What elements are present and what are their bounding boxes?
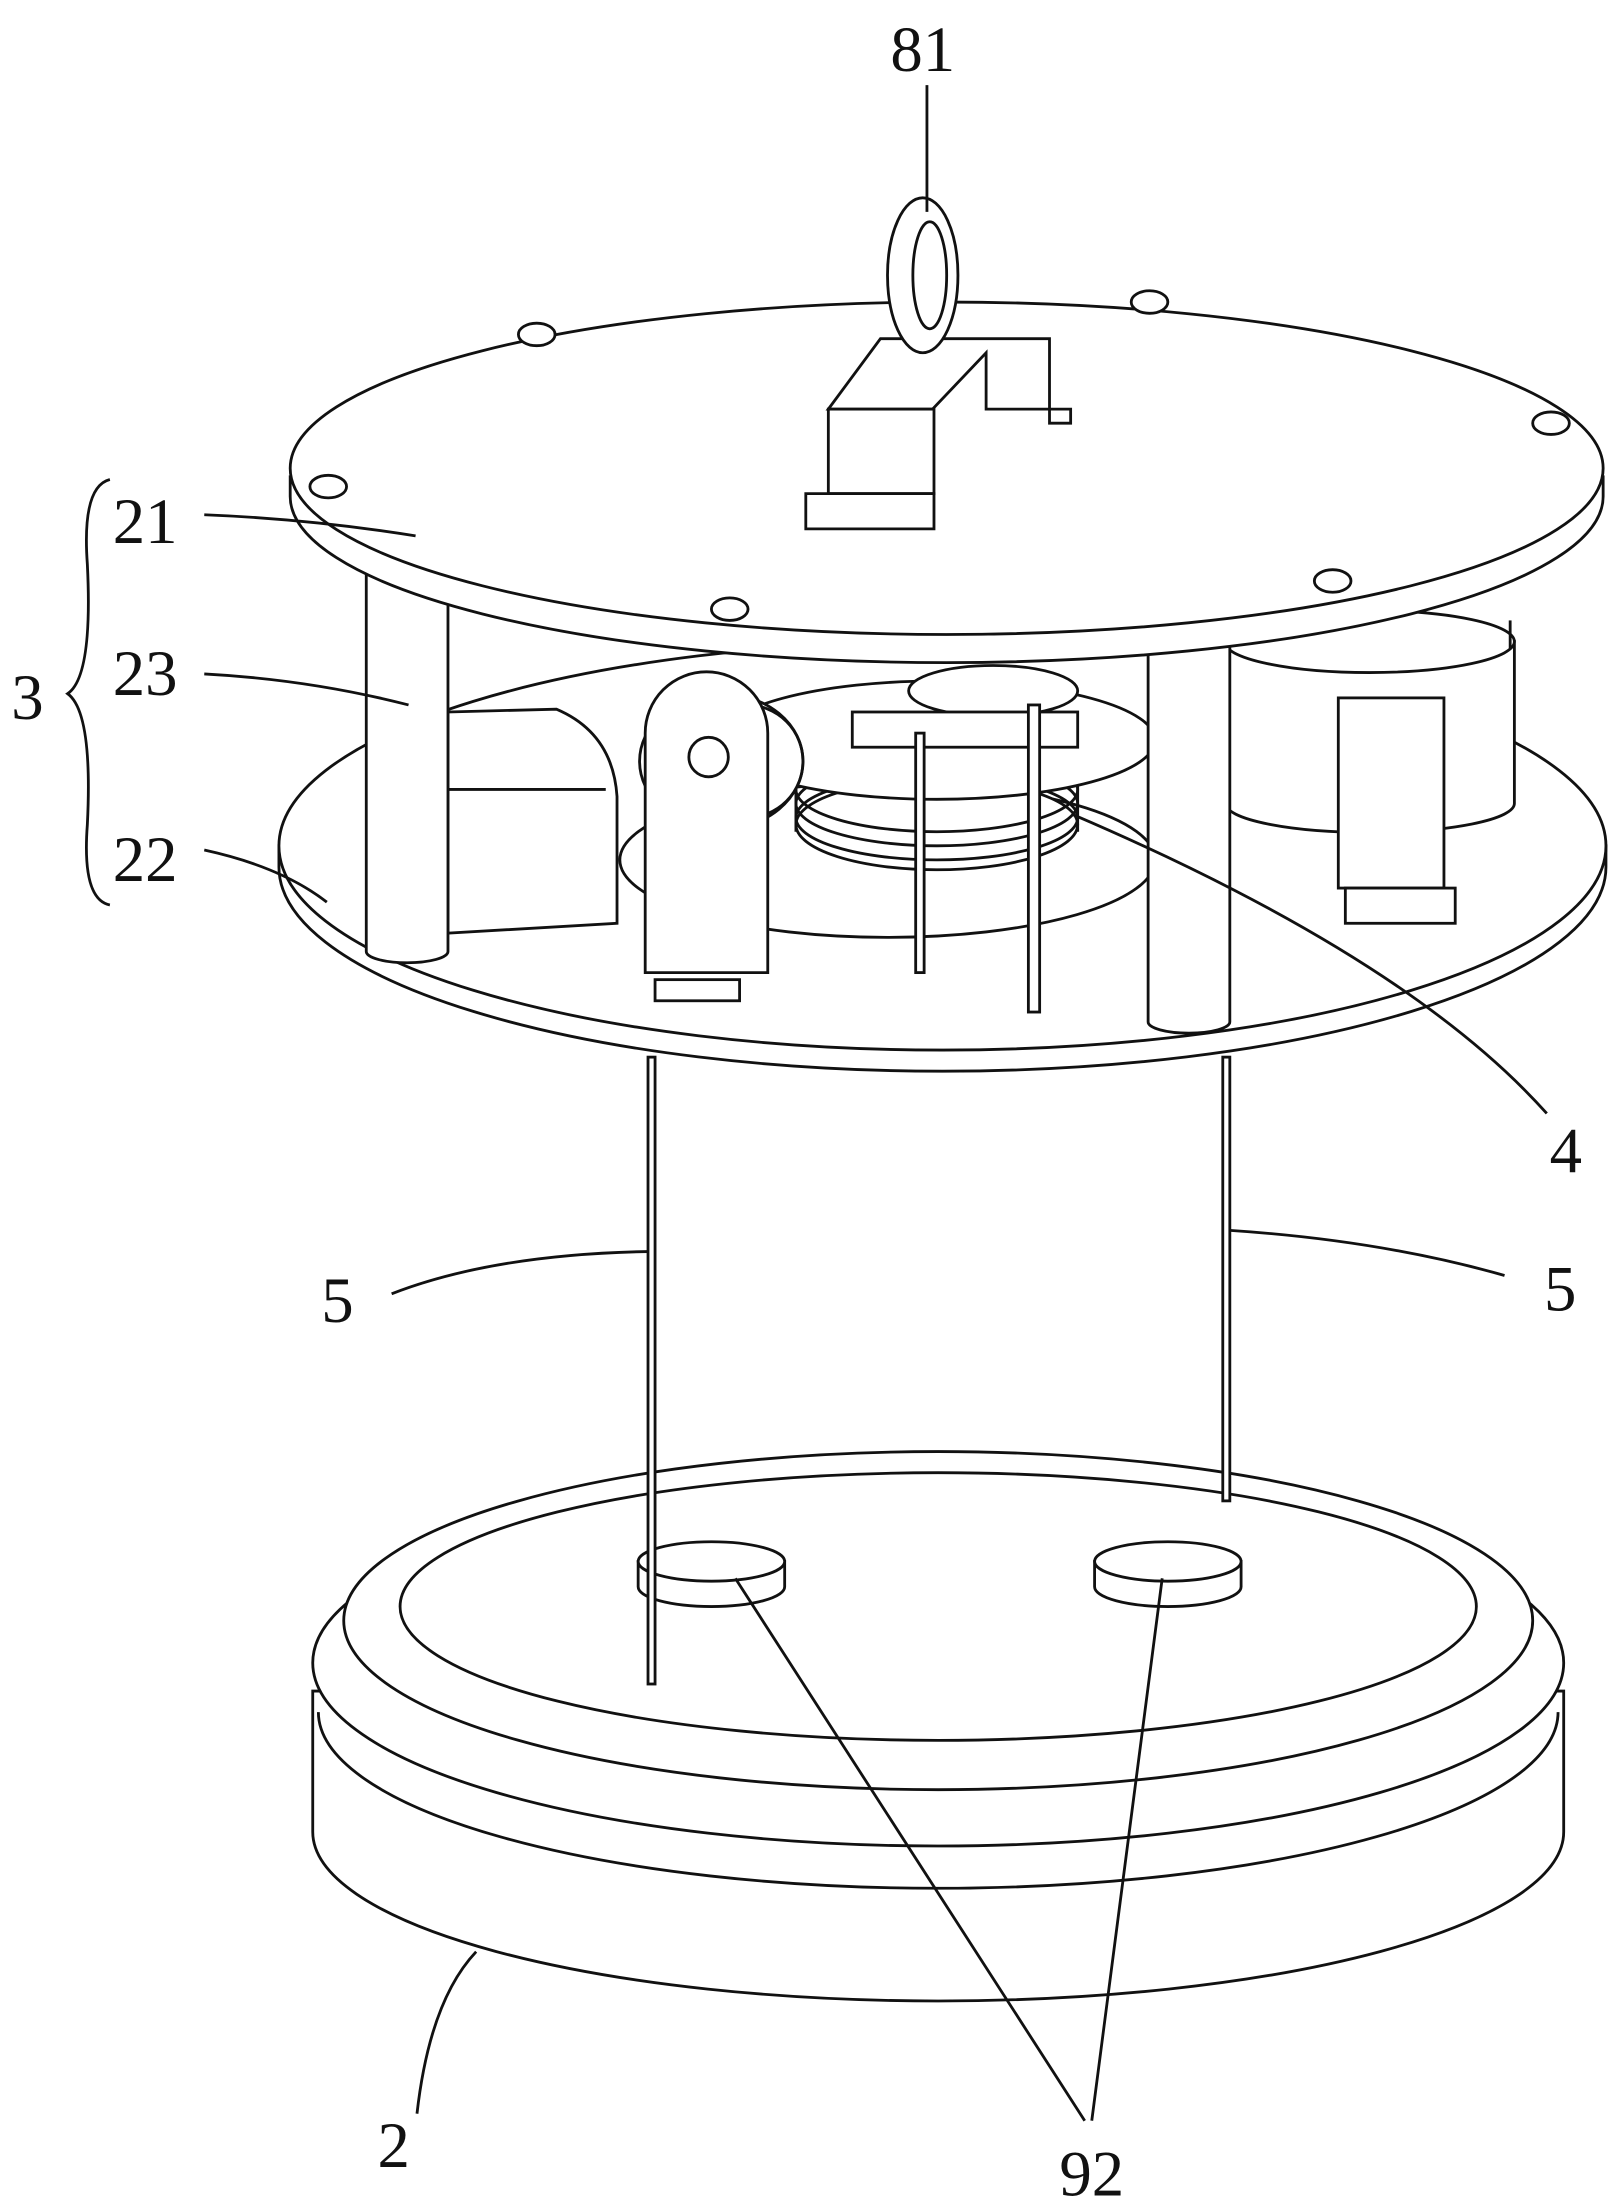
base bbox=[313, 1452, 1564, 2001]
label-81: 81 bbox=[890, 14, 955, 86]
label-3: 3 bbox=[11, 662, 43, 734]
label-21: 21 bbox=[113, 486, 178, 558]
label-4: 4 bbox=[1550, 1116, 1582, 1188]
label-2: 2 bbox=[378, 2110, 410, 2182]
label-5-left: 5 bbox=[321, 1265, 353, 1337]
label-5-right: 5 bbox=[1544, 1254, 1576, 1326]
label-92: 92 bbox=[1059, 2138, 1124, 2203]
brace-3 bbox=[68, 480, 110, 905]
top-plate bbox=[290, 198, 1603, 663]
label-23: 23 bbox=[113, 638, 178, 710]
label-22: 22 bbox=[113, 824, 178, 896]
